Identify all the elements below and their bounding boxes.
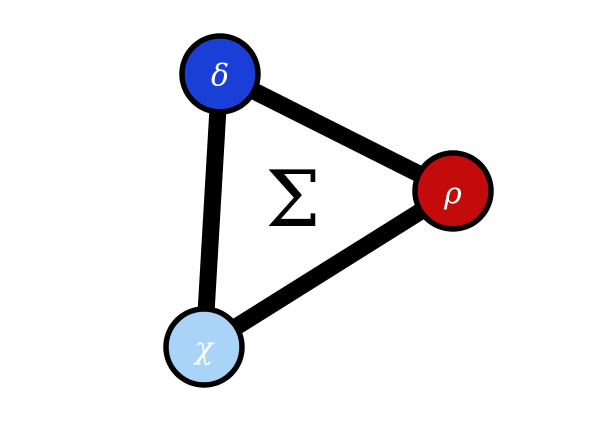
sigma-symbol: Σ xyxy=(265,155,320,245)
node-delta-label: δ xyxy=(211,59,229,94)
edge-chi-delta xyxy=(195,65,229,356)
node-rho-label: ρ xyxy=(443,177,462,212)
node-delta: δ xyxy=(179,33,261,115)
node-chi: χ xyxy=(163,306,245,388)
edge-delta-rho xyxy=(211,65,462,200)
node-delta-circle xyxy=(179,33,261,115)
node-rho: ρ xyxy=(412,150,494,232)
edges xyxy=(195,65,462,356)
node-chi-label: χ xyxy=(193,332,215,367)
node-rho-circle xyxy=(412,150,494,232)
node-chi-circle xyxy=(163,306,245,388)
edge-rho-chi xyxy=(195,182,462,356)
